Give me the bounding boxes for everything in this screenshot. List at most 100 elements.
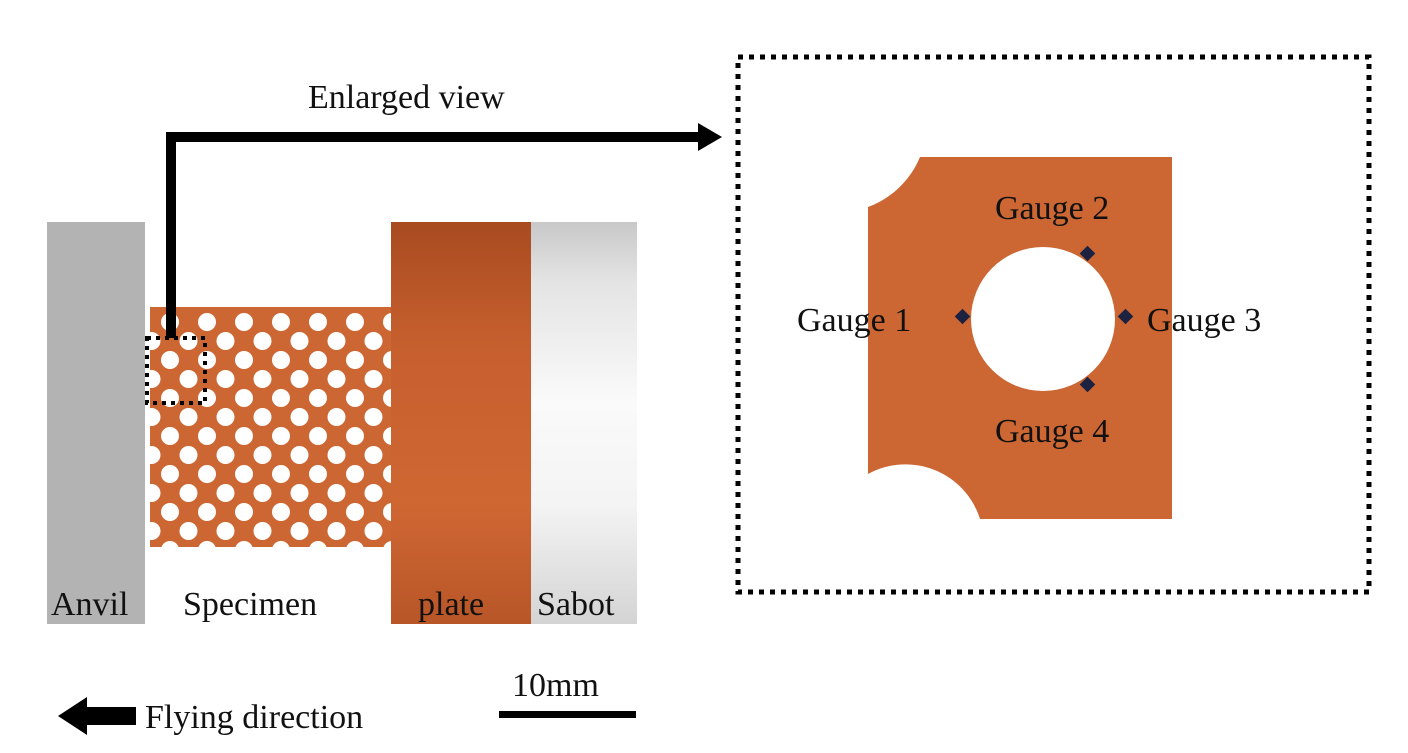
- pore: [216, 332, 235, 350]
- pore: [383, 351, 392, 369]
- pore: [346, 503, 364, 521]
- pore: [309, 313, 327, 331]
- pore: [235, 541, 253, 547]
- pore: [235, 427, 253, 445]
- pore: [235, 389, 253, 407]
- pore: [346, 389, 364, 407]
- pore: [383, 427, 392, 445]
- pore: [309, 351, 327, 369]
- pore: [309, 389, 327, 407]
- pore: [272, 541, 290, 547]
- pore: [346, 427, 364, 445]
- gauge-3-marker: [1117, 308, 1134, 325]
- callout-arrow-head: [698, 123, 722, 151]
- pore: [235, 351, 253, 369]
- pore: [346, 313, 364, 331]
- gauge-3-label: Gauge 3: [1147, 302, 1261, 339]
- pore: [150, 484, 161, 502]
- pore: [235, 313, 253, 331]
- pore: [253, 332, 272, 350]
- pore: [309, 465, 327, 483]
- pore: [364, 332, 383, 350]
- pore: [383, 389, 392, 407]
- pore: [346, 351, 364, 369]
- pore: [161, 541, 179, 547]
- pore: [327, 484, 346, 502]
- pore: [150, 408, 161, 426]
- pore: [198, 541, 216, 547]
- specimen-pores: [150, 313, 392, 547]
- pore: [161, 465, 179, 483]
- pore: [272, 503, 290, 521]
- pore: [346, 465, 364, 483]
- scale-bar: [499, 711, 636, 718]
- callout-arrow-line: [166, 132, 700, 338]
- pore: [383, 541, 392, 547]
- pore: [346, 541, 364, 547]
- pore: [235, 503, 253, 521]
- pore: [235, 465, 253, 483]
- pore: [253, 484, 272, 502]
- pore: [309, 541, 327, 547]
- pore: [290, 332, 309, 350]
- pore: [179, 446, 198, 464]
- enlarged-view-label: Enlarged view: [308, 79, 505, 116]
- gauge-1-label: Gauge 1: [797, 302, 911, 339]
- pore: [290, 522, 309, 540]
- pore: [272, 427, 290, 445]
- pore: [198, 351, 216, 369]
- pore: [216, 522, 235, 540]
- pore: [161, 427, 179, 445]
- pore: [272, 351, 290, 369]
- pore: [198, 313, 216, 331]
- pore: [179, 522, 198, 540]
- pore: [216, 370, 235, 388]
- anvil-label: Anvil: [51, 586, 128, 623]
- pore: [253, 408, 272, 426]
- pore: [150, 446, 161, 464]
- gauge-2-label: Gauge 2: [995, 190, 1109, 227]
- pore: [327, 522, 346, 540]
- pore: [253, 522, 272, 540]
- pore: [198, 465, 216, 483]
- pore: [253, 370, 272, 388]
- pore: [161, 351, 179, 369]
- pore: [179, 408, 198, 426]
- pore: [272, 389, 290, 407]
- pore: [364, 446, 383, 464]
- pore: [216, 408, 235, 426]
- flying-direction-arrow: [58, 697, 136, 735]
- pore: [327, 370, 346, 388]
- pore: [290, 484, 309, 502]
- pore: [198, 503, 216, 521]
- pore: [309, 427, 327, 445]
- pore: [364, 408, 383, 426]
- pore: [161, 503, 179, 521]
- center-pore: [971, 247, 1115, 391]
- pore: [309, 503, 327, 521]
- pore: [179, 370, 198, 388]
- flying-direction-label: Flying direction: [145, 699, 363, 736]
- pore: [179, 484, 198, 502]
- specimen-label: Specimen: [183, 586, 317, 623]
- pore: [327, 446, 346, 464]
- plate-block: [391, 222, 531, 624]
- pore: [216, 446, 235, 464]
- pore: [364, 484, 383, 502]
- pore: [272, 465, 290, 483]
- gauge-4-marker: [1079, 376, 1096, 393]
- pore: [198, 427, 216, 445]
- pore: [150, 522, 161, 540]
- pore: [383, 313, 392, 331]
- pore: [290, 446, 309, 464]
- pore: [383, 503, 392, 521]
- pore: [364, 370, 383, 388]
- sabot-block: [531, 222, 637, 624]
- gauge-2-marker: [1079, 245, 1096, 262]
- pore: [290, 408, 309, 426]
- pore: [272, 313, 290, 331]
- sabot-label: Sabot: [537, 586, 615, 623]
- plate-label: plate: [418, 586, 484, 623]
- scale-bar-label: 10mm: [512, 667, 599, 704]
